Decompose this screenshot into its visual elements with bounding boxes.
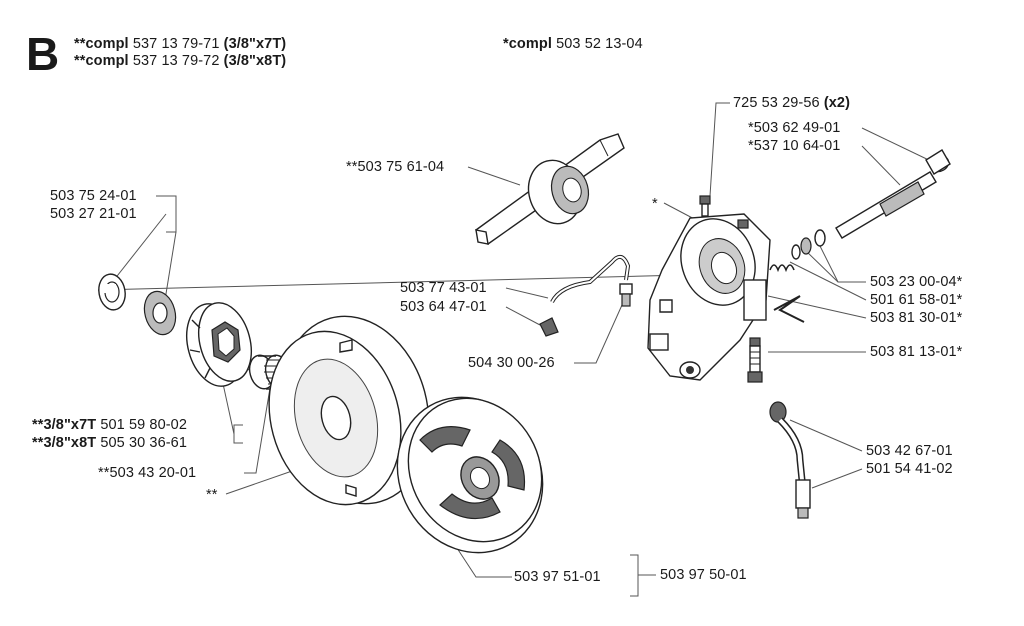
compl-spec: (3/8"x8T) xyxy=(223,53,287,69)
part-label-501615801[interactable]: 501 61 58-01* xyxy=(870,292,963,308)
pump-marker: * xyxy=(652,196,658,212)
part-label-503432001[interactable]: **503 43 20-01 xyxy=(98,465,197,481)
compl-spec: (3/8"x7T) xyxy=(223,36,287,52)
chevron-spring-part xyxy=(773,295,805,323)
sprocket-spec: **3/8"x7T xyxy=(32,417,97,433)
sprocket-spec: **3/8"x8T xyxy=(32,435,97,451)
part-label-503624901[interactable]: *503 62 49-01 xyxy=(748,120,841,136)
part-label-503975101[interactable]: 503 97 51-01 xyxy=(514,569,601,585)
oil-pipe-part xyxy=(539,254,633,337)
e-clip-part xyxy=(98,273,126,311)
pump-piston-part xyxy=(835,149,951,239)
part-label-503813001[interactable]: 503 81 30-01* xyxy=(870,310,963,326)
part-label-537106401[interactable]: *537 10 64-01 xyxy=(748,138,841,154)
suction-hose-part xyxy=(769,401,811,519)
compl-number: 537 13 79-71 xyxy=(132,36,220,52)
part-label-503644701[interactable]: 503 64 47-01 xyxy=(400,299,487,315)
clutch-shoes-part xyxy=(396,396,544,554)
part-label-503426701[interactable]: 503 42 67-01 xyxy=(866,443,953,459)
compl-number: 503 52 13-04 xyxy=(556,36,643,52)
sprocket-number: 505 30 36-61 xyxy=(100,435,188,451)
part-label-sprocket-8t[interactable]: **3/8"x8T 505 30 36-61 xyxy=(32,435,187,452)
washer-part xyxy=(143,290,177,336)
part-label-504300026[interactable]: 504 30 00-26 xyxy=(468,355,555,371)
part-number: 725 53 29-56 xyxy=(733,95,820,111)
oil-pump-part xyxy=(647,195,771,381)
compl-prefix: *compl xyxy=(503,36,552,52)
pump-seals-part xyxy=(769,229,826,273)
pump-drive-part xyxy=(474,133,625,245)
part-label-503752401[interactable]: 503 75 24-01 xyxy=(50,188,137,204)
rim-sprocket-part xyxy=(186,302,252,387)
adjust-screw-part xyxy=(747,337,763,383)
compl-number: 537 13 79-72 xyxy=(132,53,220,69)
part-label-503811301[interactable]: 503 81 13-01* xyxy=(870,344,963,360)
part-label-501544102[interactable]: 501 54 41-02 xyxy=(866,461,953,477)
compl-kit-7t: **compl 537 13 79-71 (3/8"x7T) xyxy=(74,36,286,53)
clutch-drum-part xyxy=(268,315,430,506)
section-letter: B xyxy=(26,28,60,80)
part-label-503230004[interactable]: 503 23 00-04* xyxy=(870,274,963,290)
part-label-503756104[interactable]: **503 75 61-04 xyxy=(346,159,445,175)
compl-prefix: **compl xyxy=(74,36,129,52)
part-label-sprocket-7t[interactable]: **3/8"x7T 501 59 80-02 xyxy=(32,417,187,434)
quantity: (x2) xyxy=(823,95,850,111)
compl-kit-8t: **compl 537 13 79-72 (3/8"x8T) xyxy=(74,53,286,70)
part-label-725532956[interactable]: 725 53 29-56 (x2) xyxy=(733,95,850,112)
compl-kit-pump: *compl 503 52 13-04 xyxy=(503,36,643,53)
sprocket-number: 501 59 80-02 xyxy=(100,417,188,433)
drum-marker: ** xyxy=(206,487,218,503)
part-label-503774301[interactable]: 503 77 43-01 xyxy=(400,280,487,296)
part-label-503975001[interactable]: 503 97 50-01 xyxy=(660,567,747,583)
compl-prefix: **compl xyxy=(74,53,129,69)
part-label-503272101[interactable]: 503 27 21-01 xyxy=(50,206,137,222)
